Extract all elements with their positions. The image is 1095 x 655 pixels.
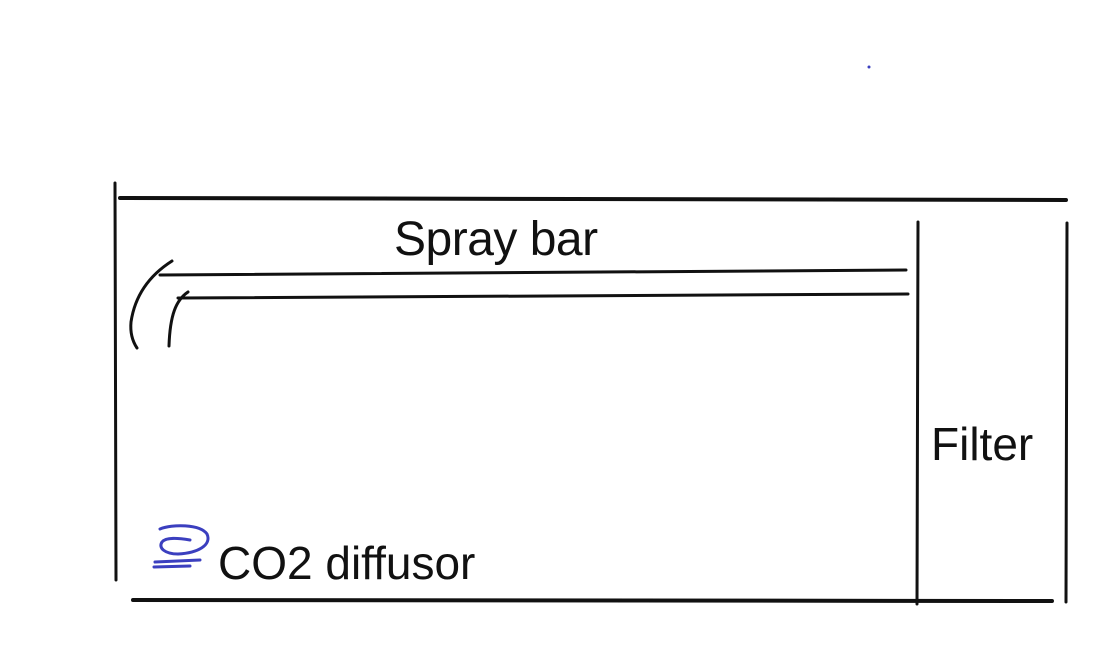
tank-right-wall (1064, 221, 1069, 604)
filter-divider (915, 220, 920, 606)
spray-bar-pipe-upper (158, 268, 908, 277)
filter-label: Filter (931, 418, 1034, 470)
tank-bottom-edge (131, 598, 1054, 603)
co2-diffusor-icon (152, 524, 210, 569)
spray-bar-label: Spray bar (394, 213, 598, 266)
tank-left-wall (113, 181, 118, 582)
spray-bar-bend-outer (129, 259, 174, 350)
stray-dot (867, 65, 871, 69)
spray-bar-pipe-lower (176, 292, 910, 300)
spray-bar-bend-inner (167, 290, 190, 348)
tank-top-edge (118, 196, 1068, 202)
co2-diffusor-label: CO2 diffusor (218, 537, 476, 589)
